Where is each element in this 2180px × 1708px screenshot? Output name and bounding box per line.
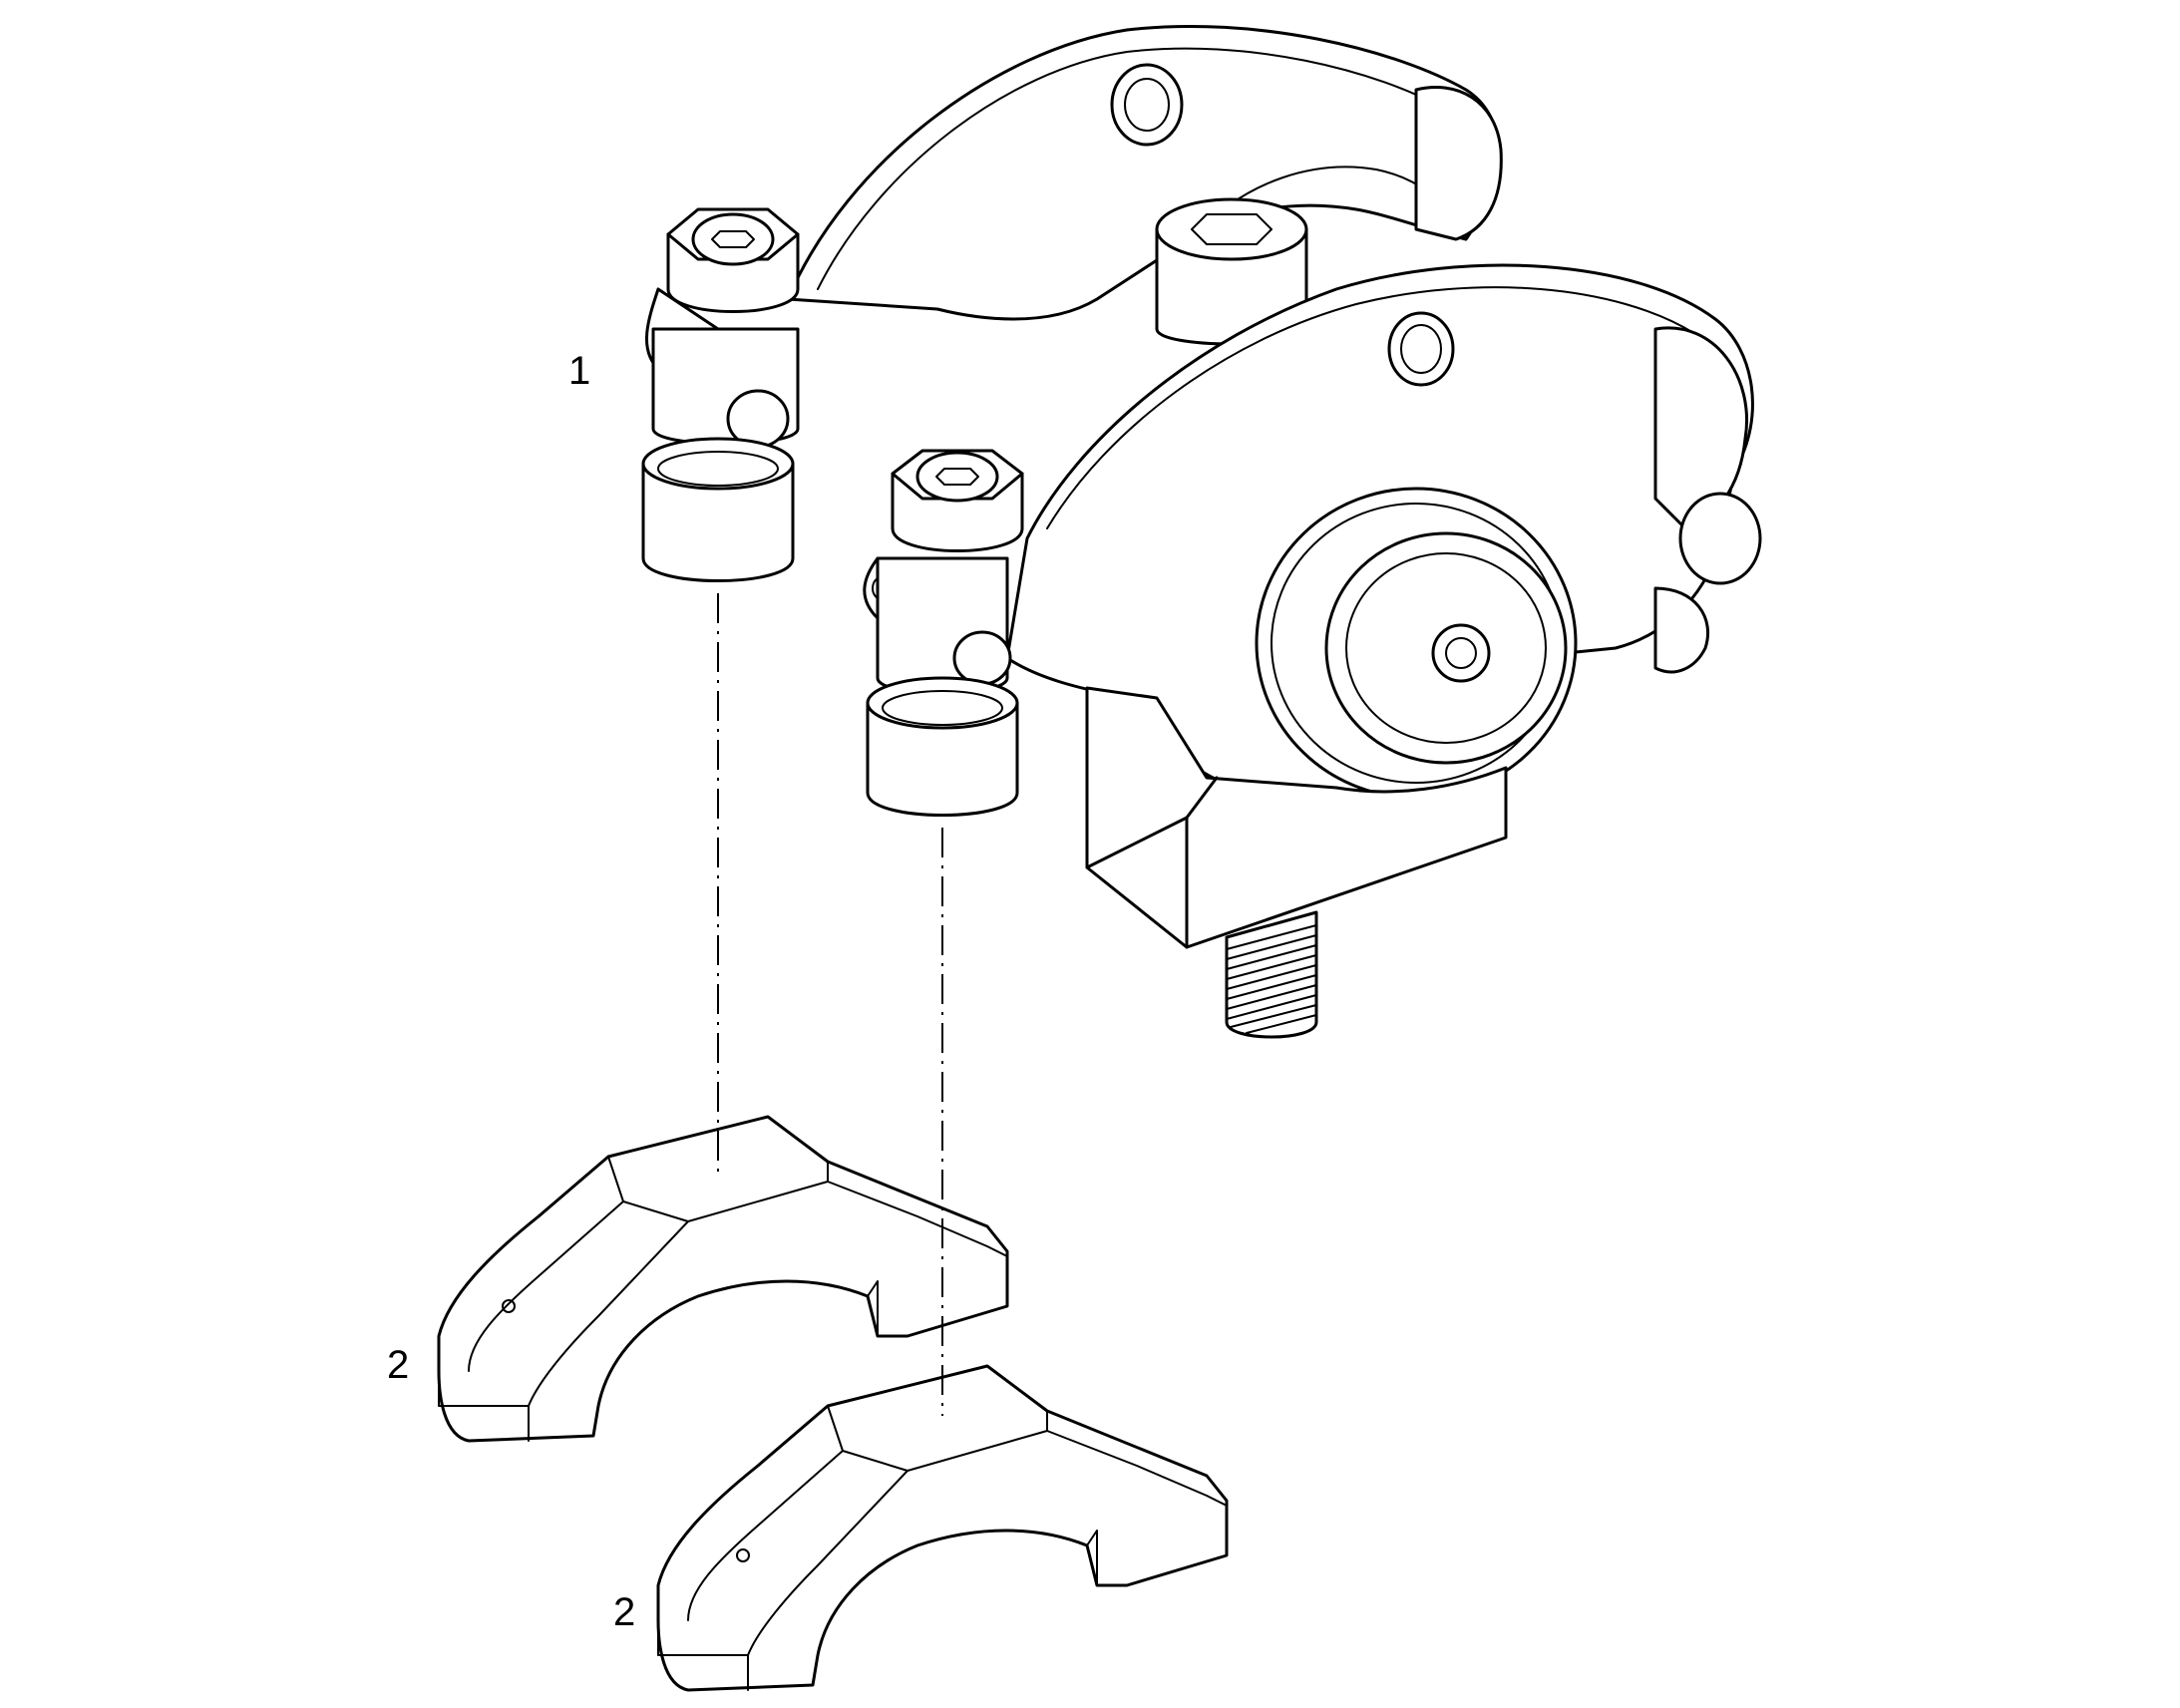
callout-item-2-upper: 2: [387, 1343, 409, 1387]
front-valve-adjuster: [863, 449, 1024, 817]
rear-rocker-arm: [786, 24, 1503, 321]
fork-tool-lower: [656, 1364, 1229, 1692]
rocker-shaft-end: [1255, 487, 1578, 800]
fork-tool-upper: [437, 1115, 1009, 1443]
support-block: [1085, 686, 1508, 949]
threaded-stud: [1225, 910, 1318, 1039]
callout-item-1: 1: [568, 349, 590, 393]
rear-valve-adjuster: [641, 207, 800, 582]
callout-item-2-lower: 2: [613, 1590, 635, 1634]
